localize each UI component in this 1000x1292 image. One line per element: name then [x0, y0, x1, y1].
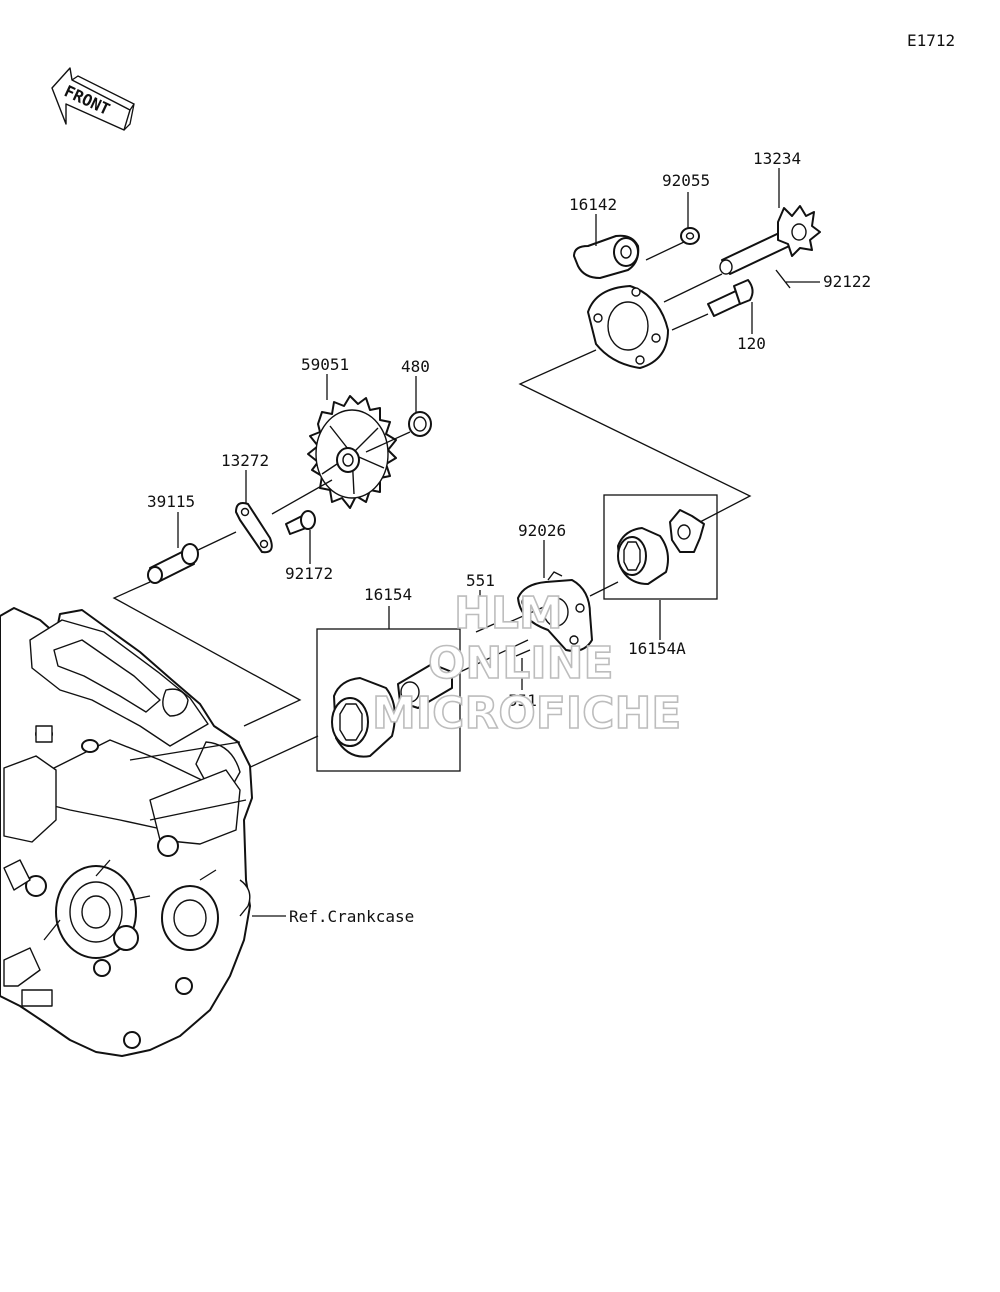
part-39115-collar	[147, 543, 199, 584]
part-16154A-inner-rotor	[669, 509, 705, 553]
part-551-pin-b	[515, 649, 531, 657]
label-551-a: 551	[466, 571, 495, 590]
label-16154A: 16154A	[628, 639, 686, 658]
guide-line	[495, 605, 547, 629]
part-92055-washer	[680, 227, 700, 245]
part-16154-inner-rotor	[397, 663, 453, 709]
part-120-bolt	[707, 279, 754, 317]
label-16154: 16154	[364, 585, 412, 604]
guide-line	[671, 313, 709, 331]
part-92172-bolt	[285, 510, 316, 535]
label-92055: 92055	[662, 171, 710, 190]
label-120: 120	[737, 334, 766, 353]
guide-line	[663, 273, 723, 303]
watermark-line-1: HLM	[454, 588, 563, 639]
label-92172: 92172	[285, 564, 333, 583]
guide-line	[459, 639, 529, 673]
watermark-line-2: ONLINE	[428, 638, 614, 689]
crankcase-drawing	[0, 607, 253, 1057]
label-92026: 92026	[518, 521, 566, 540]
label-480: 480	[401, 357, 430, 376]
guide-line	[645, 241, 685, 261]
guide-line	[197, 531, 237, 551]
part-16154-outer-rotor	[331, 677, 396, 758]
guide-line	[271, 479, 333, 515]
label-16142: 16142	[569, 195, 617, 214]
part-480-circlip	[408, 411, 432, 437]
guide-line	[243, 735, 319, 771]
part-92122-pin	[775, 269, 791, 289]
part-551-pin-a	[475, 623, 495, 633]
label-551-b: 551	[508, 691, 537, 710]
watermark: HLM ONLINE MICROFICHE	[371, 587, 682, 740]
part-92026-pump-body	[517, 571, 593, 652]
part-16142	[573, 234, 640, 279]
label-ref-crankcase: Ref.Crankcase	[289, 907, 414, 926]
box-16154A	[603, 494, 718, 600]
label-39115: 39115	[147, 492, 195, 511]
label-13272: 13272	[221, 451, 269, 470]
watermark-line-3: MICROFICHE	[372, 688, 681, 739]
part-13272-plate	[235, 502, 273, 554]
label-59051: 59051	[301, 355, 349, 374]
front-arrow-icon: FRONT	[51, 67, 135, 131]
guide-line	[365, 431, 411, 453]
connector-line	[518, 349, 752, 523]
part-59051-sprocket	[307, 395, 397, 509]
part-13234-shaft-gear	[719, 205, 821, 275]
label-92122: 92122	[823, 272, 871, 291]
diagram-code: E1712	[907, 31, 955, 50]
part-16154A-outer-rotor	[617, 527, 669, 585]
connector-line	[112, 581, 302, 727]
pump-housing-upper	[587, 285, 669, 369]
label-13234: 13234	[753, 149, 801, 168]
